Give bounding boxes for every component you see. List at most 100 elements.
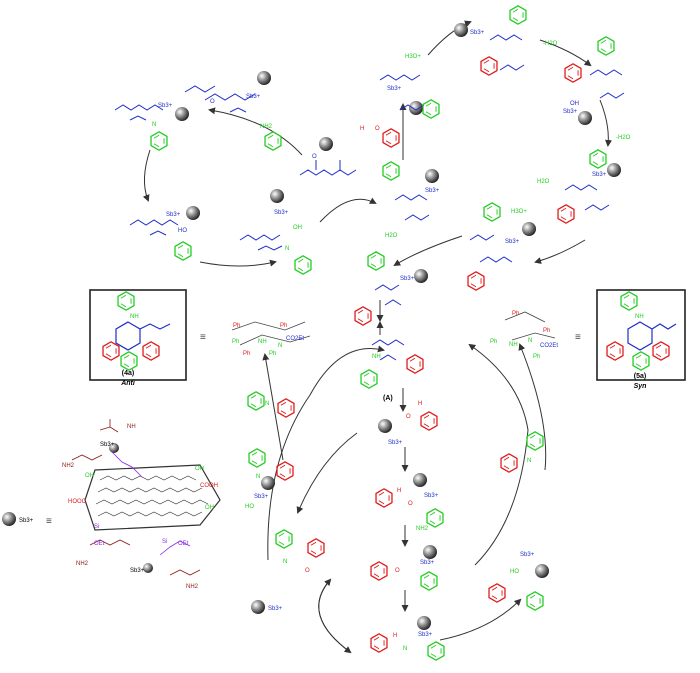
ph-label: Ph — [280, 323, 287, 329]
phenyl-ring — [275, 529, 293, 549]
sb-label: Sb3+ — [520, 552, 535, 558]
sb-label: Sb3+ — [425, 188, 440, 194]
sb-sphere — [417, 616, 431, 630]
phenyl-ring — [276, 461, 294, 481]
phenyl-ring — [367, 251, 385, 271]
h3o-label: H3O+ — [511, 209, 527, 215]
product-5a-label: (5a) — [634, 373, 646, 380]
intermediate-a-label: (A) — [383, 395, 393, 402]
nh-label: NH — [635, 314, 644, 320]
sb-label: Sb3+ — [100, 442, 115, 448]
sb-label: Sb3+ — [246, 94, 261, 100]
sb-label: Sb3+ — [166, 212, 181, 218]
ph-label: Ph — [490, 339, 497, 345]
o-label: O — [305, 568, 310, 574]
h-label: H — [360, 126, 364, 132]
sb-label: Sb3+ — [424, 493, 439, 499]
phenyl-ring — [277, 398, 295, 418]
product-5a-box — [596, 289, 686, 381]
nh2-label: NH2 — [76, 561, 89, 567]
sb-label: Sb3+ — [387, 86, 402, 92]
co2et-label: CO2Et — [540, 343, 558, 349]
water-label: H2O — [537, 179, 550, 185]
syn-3d-structure — [504, 311, 556, 341]
ho-label: HO — [510, 569, 519, 575]
tetrahydropyridine-5a — [627, 321, 677, 351]
phenyl-ring — [422, 99, 440, 119]
cooh-label: COOH — [200, 483, 218, 489]
sb-sphere — [261, 476, 275, 490]
n-label: N — [152, 122, 156, 128]
phenyl-ring — [294, 255, 312, 275]
water-label: -H2O — [616, 135, 631, 141]
guanidine-linkers — [71, 419, 201, 576]
oet-label: OEt — [94, 541, 105, 547]
phenyl-ring — [354, 306, 372, 326]
n-label: N — [265, 401, 269, 407]
n-label: N — [285, 246, 289, 252]
ph-label: Ph — [243, 351, 250, 357]
sb-label: Sb3+ — [420, 560, 435, 566]
phenyl-ring — [480, 56, 498, 76]
phenyl-ring — [564, 63, 582, 83]
phenyl-ring — [117, 291, 135, 311]
phenyl-ring — [467, 271, 485, 291]
ph-label: Ph — [533, 354, 540, 360]
nh-label: NH — [372, 354, 381, 360]
oh-label: OH — [195, 466, 204, 472]
nh2-label: NH2 — [186, 584, 199, 590]
sb-label: Sb3+ — [268, 606, 283, 612]
o-label: O — [312, 154, 317, 160]
equiv-sign: ≡ — [200, 332, 206, 343]
enamine-ester — [379, 74, 425, 111]
catalyst-legend-label: Sb3+ — [19, 518, 34, 524]
phenyl-ring — [632, 351, 650, 371]
sb-label: Sb3+ — [158, 103, 173, 109]
intermediate-hemiaminal — [129, 219, 179, 236]
aza-diene — [394, 194, 430, 221]
intermediate-amine-adduct — [239, 234, 283, 251]
equiv-sign: ≡ — [46, 516, 52, 527]
sb-sphere — [251, 600, 265, 614]
co2et-label: CO2Et — [286, 336, 304, 342]
catalyst-legend-sphere — [2, 512, 16, 526]
benzaldehyde-ring — [420, 411, 438, 431]
phenyl-ring — [370, 561, 388, 581]
n-label: N — [283, 559, 287, 565]
phenyl-ring — [307, 538, 325, 558]
oh-label: OH — [293, 225, 302, 231]
sb-sphere — [535, 564, 549, 578]
phenyl-ring — [247, 391, 265, 411]
oh-label: OH — [205, 505, 214, 511]
oh-label: OH — [570, 101, 579, 107]
phenyl-ring — [488, 583, 506, 603]
sb-label: Sb3+ — [388, 440, 403, 446]
phenyl-ring — [557, 204, 575, 224]
ph-label: Ph — [233, 323, 240, 329]
product-4a-stereo: Anti — [120, 380, 136, 387]
sb-sphere — [270, 189, 284, 203]
sb-label: Sb3+ — [400, 276, 415, 282]
a-precursor — [374, 284, 402, 306]
oet-label: OEt — [178, 541, 189, 547]
phenyl-ring — [375, 488, 393, 508]
sb-label: Sb3+ — [505, 239, 520, 245]
ho-label: HO — [245, 504, 254, 510]
sb-sphere — [578, 111, 592, 125]
ph-label: Ph — [269, 351, 276, 357]
sb-label: Sb3+ — [274, 210, 289, 216]
sb-sphere — [413, 473, 427, 487]
oh-label: OH — [85, 473, 94, 479]
diene-ester — [564, 184, 610, 211]
ph-label: Ph — [543, 328, 550, 334]
h-label: H — [393, 633, 397, 639]
phenyl-ring — [589, 149, 607, 169]
phenyl-ring — [500, 453, 518, 473]
sb-sphere — [109, 443, 119, 453]
nh-label: NH — [130, 314, 139, 320]
phenyl-ring — [142, 341, 160, 361]
sb-sphere — [143, 563, 153, 573]
phenyl-ring — [427, 641, 445, 661]
intermediate-enol-sb — [114, 85, 216, 121]
h3o-label: H3O+ — [405, 54, 421, 60]
